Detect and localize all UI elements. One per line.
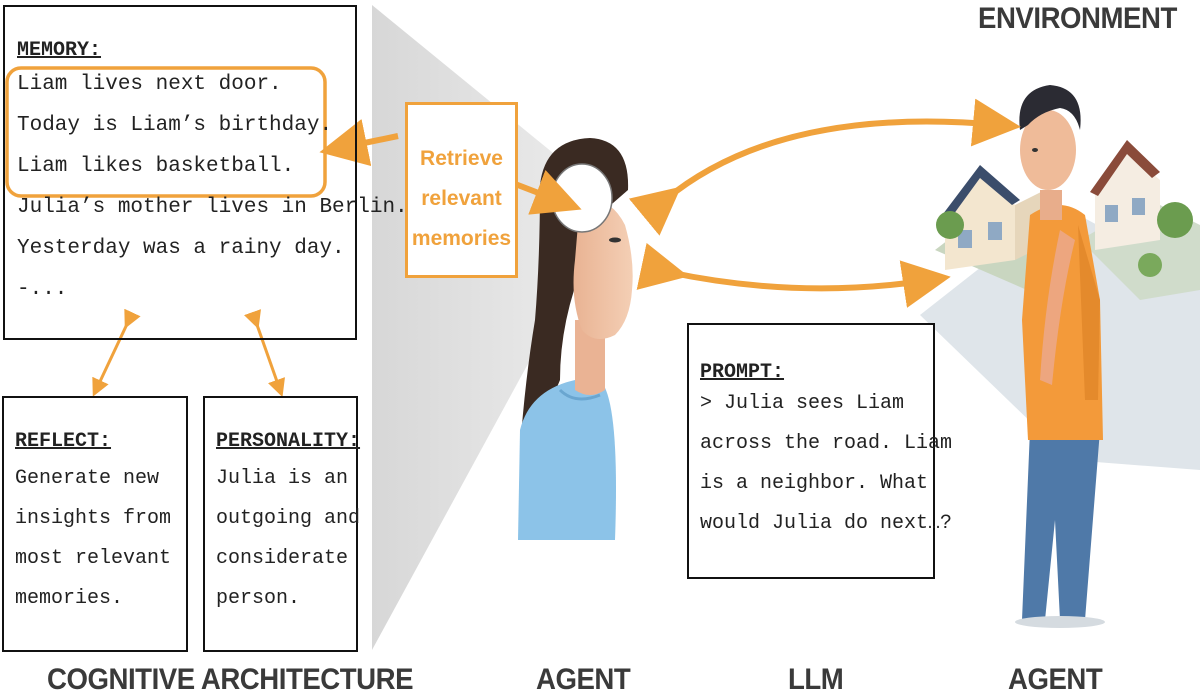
memory-reflect-arrow (92, 308, 141, 397)
memory-heading: MEMORY: (17, 39, 102, 62)
tree-icon (1157, 202, 1193, 238)
personality-panel: PERSONALITY: Julia is an outgoing and co… (203, 396, 361, 652)
prompt-line: is a neighbor. What (700, 472, 929, 495)
tree-icon (936, 211, 964, 239)
personality-heading: PERSONALITY: (216, 430, 361, 453)
agent-environment-arrow (628, 98, 1021, 236)
memory-line: Liam lives next door. (17, 73, 282, 96)
julia-agent-figure (518, 138, 633, 540)
prompt-panel: PROMPT: > Julia sees Liam across the roa… (687, 323, 953, 579)
reflect-line: most relevant (15, 547, 172, 570)
house-right-icon (1090, 140, 1160, 250)
memory-line: -... (17, 278, 68, 301)
liam-agent-figure (1015, 85, 1105, 628)
llm-caption: LLM (788, 663, 844, 696)
memory-line: Yesterday was a rainy day. (17, 237, 345, 260)
retrieve-line: Retrieve (420, 147, 503, 170)
prompt-heading: PROMPT: (700, 361, 785, 384)
memory-personality-arrow (244, 309, 285, 398)
personality-line: considerate (216, 547, 349, 570)
personality-line: person. (216, 587, 301, 610)
retrieve-line: memories (411, 227, 512, 250)
reflect-line: Generate new (15, 467, 160, 490)
prompt-line: across the road. Liam (700, 432, 953, 455)
retrieve-line: relevant (421, 187, 502, 210)
personality-line: Julia is an (216, 467, 349, 490)
reflect-panel: REFLECT: Generate new insights from most… (2, 396, 188, 652)
prompt-line: would Julia do next…? (700, 512, 953, 535)
memory-retrieve-arrow (319, 119, 399, 167)
reflect-line: memories. (15, 587, 124, 610)
environment-caption: ENVIRONMENT (978, 2, 1177, 35)
personality-line: outgoing and (216, 507, 361, 530)
memory-panel: MEMORY: Liam lives next door. Today is L… (3, 5, 408, 340)
reflect-line: insights from (15, 507, 172, 530)
agent-right-caption: AGENT (1008, 663, 1103, 696)
prompt-line: > Julia sees Liam (700, 392, 905, 415)
environment-scene (920, 140, 1200, 470)
retrieve-head-arrow (508, 169, 582, 215)
agent-left-caption: AGENT (536, 663, 631, 696)
tree-icon (1138, 253, 1162, 277)
retrieve-panel: Retrieve relevant memories (405, 102, 518, 278)
memory-line: Today is Liam’s birthday. (17, 114, 333, 137)
memory-line: Julia’s mother lives in Berlin. (17, 196, 408, 219)
cognitive-architecture-caption: COGNITIVE ARCHITECTURE (47, 663, 414, 696)
agent-llm-arrow (636, 242, 951, 308)
reflect-heading: REFLECT: (15, 430, 112, 453)
memory-cap-icon (551, 163, 613, 233)
memory-line: Liam likes basketball. (17, 155, 295, 178)
